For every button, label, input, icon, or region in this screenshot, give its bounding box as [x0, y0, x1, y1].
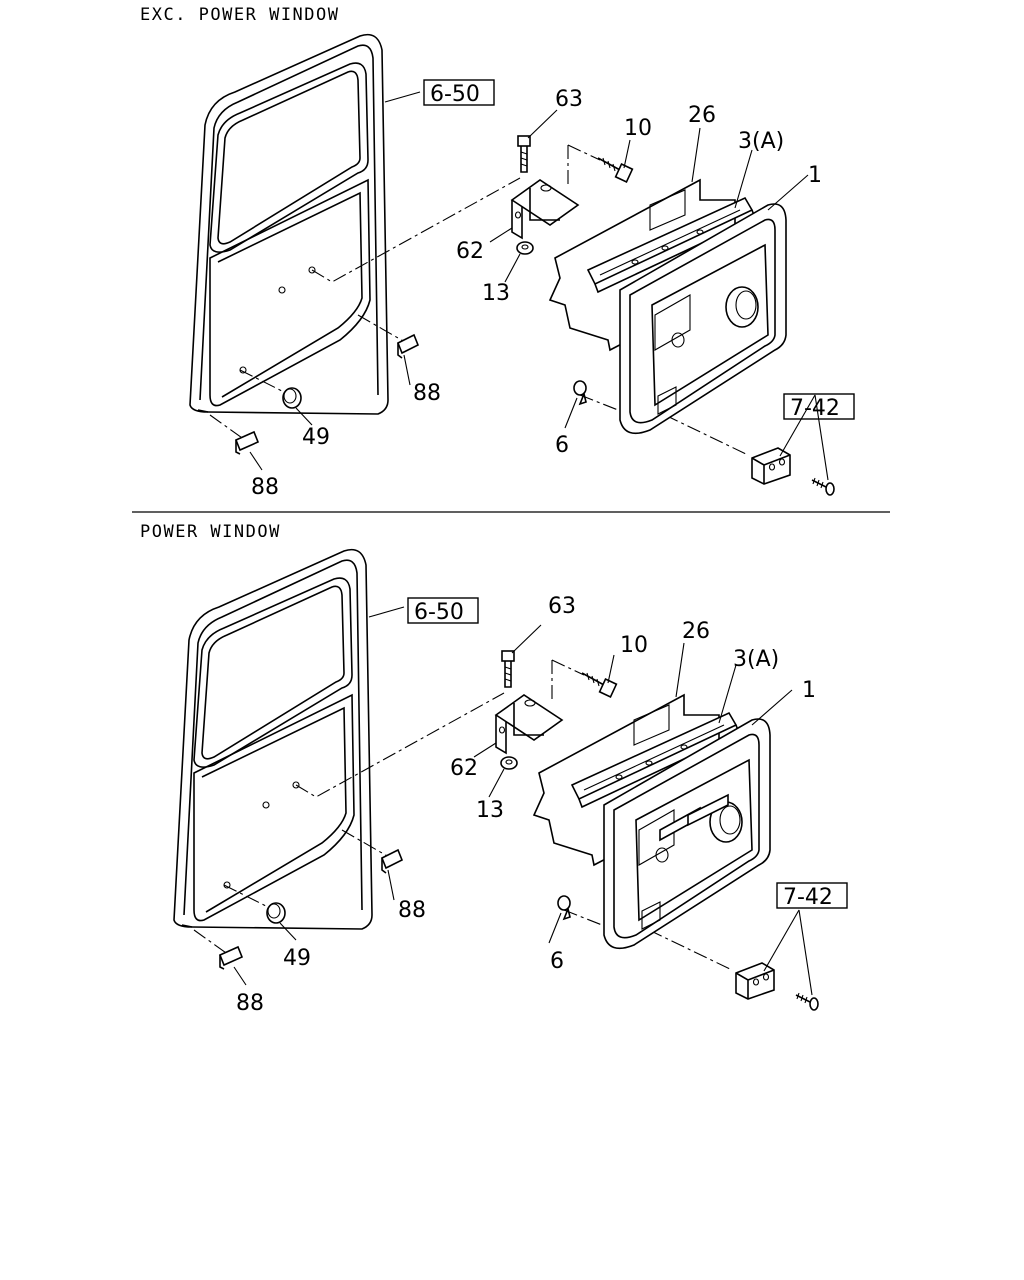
callout-clip-right: 88 — [413, 381, 441, 406]
ref-box-door — [407, 597, 479, 624]
callout-nut: 13 — [482, 281, 510, 306]
ref-switch: 7-42 — [790, 396, 840, 421]
ref-box-door — [423, 79, 495, 106]
callout-bolt: 63 — [555, 87, 583, 112]
ref-box-switch — [783, 393, 855, 420]
callout-nut: 13 — [476, 798, 504, 823]
callout-trim: 1 — [802, 678, 816, 703]
callout-grommet: 6 — [555, 433, 569, 458]
callout-plug: 49 — [302, 425, 330, 450]
callout-screw: 10 — [620, 633, 648, 658]
ref-door: 6-50 — [430, 82, 480, 107]
callout-screw: 10 — [624, 116, 652, 141]
callout-clip-left: 88 — [251, 475, 279, 500]
section-power-window: POWER WINDOW 6-50 7-42 63 10 26 3(A) 1 6… — [140, 522, 848, 1016]
section-exc-power-window: EXC. POWER WINDOW 6-50 7-42 63 10 26 3(A… — [140, 5, 855, 500]
callout-clip-left: 88 — [236, 991, 264, 1016]
callout-strip: 3(A) — [733, 647, 779, 672]
callout-trim: 1 — [808, 163, 822, 188]
callout-plug: 49 — [283, 946, 311, 971]
callout-sheet: 26 — [682, 619, 710, 644]
section-title: POWER WINDOW — [140, 522, 281, 542]
callout-grommet: 6 — [550, 949, 564, 974]
callout-sheet: 26 — [688, 103, 716, 128]
section-title: EXC. POWER WINDOW — [140, 5, 340, 25]
callout-bracket: 62 — [450, 756, 478, 781]
ref-box-switch — [776, 882, 848, 909]
callout-strip: 3(A) — [738, 129, 784, 154]
callout-bracket: 62 — [456, 239, 484, 264]
callout-clip-right: 88 — [398, 898, 426, 923]
ref-door: 6-50 — [414, 600, 464, 625]
ref-switch: 7-42 — [783, 885, 833, 910]
callout-bolt: 63 — [548, 594, 576, 619]
